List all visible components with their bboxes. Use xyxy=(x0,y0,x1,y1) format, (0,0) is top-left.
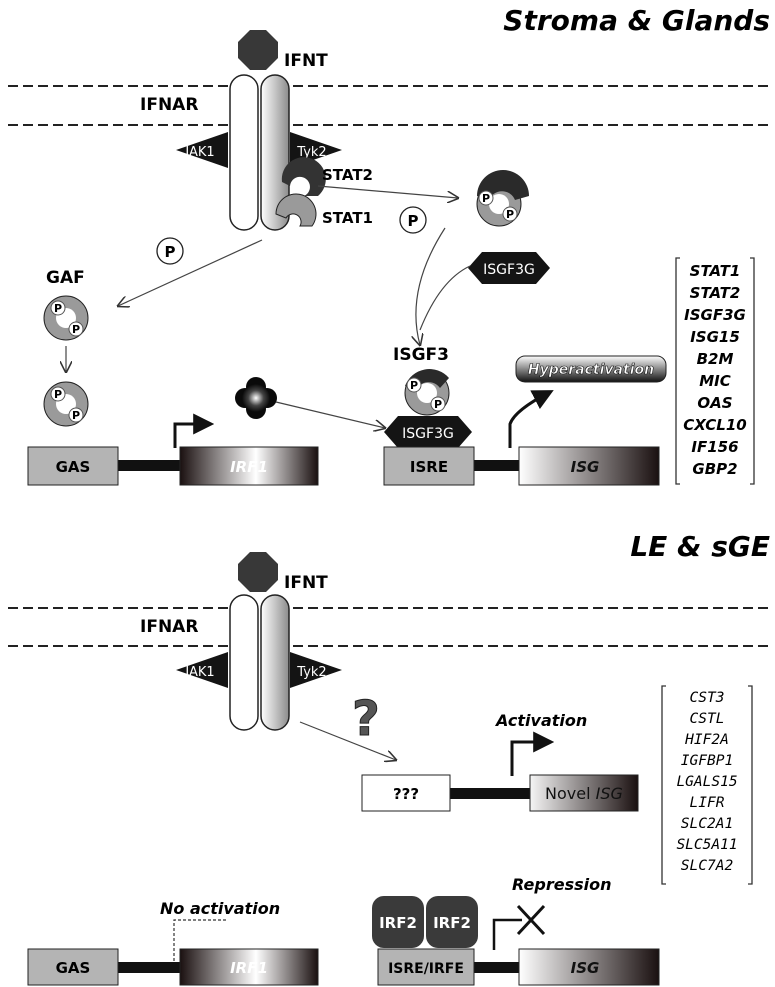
tyk2-label-2: Tyk2 xyxy=(296,665,326,680)
svg-text:P: P xyxy=(410,379,418,392)
arrow-isgf3g-merge xyxy=(420,266,470,330)
arrow-to-gaf xyxy=(118,240,262,306)
phospho-badge-right-label: P xyxy=(408,212,419,230)
stroma-glands-title: Stroma & Glands xyxy=(503,4,770,37)
dna-strand-repress xyxy=(474,962,519,973)
isg-label: ISG xyxy=(571,458,600,476)
top-gene-3: ISGF3G xyxy=(684,306,746,324)
top-gene-2: STAT2 xyxy=(690,284,741,302)
top-gene-4: ISG15 xyxy=(690,328,740,346)
bottom-gene-9: SLC7A2 xyxy=(681,858,733,874)
repression-label: Repression xyxy=(512,875,611,894)
svg-text:P: P xyxy=(482,192,490,205)
jak1-label-2: JAK1 xyxy=(184,665,214,680)
gas-label: GAS xyxy=(56,458,91,476)
svg-text:P: P xyxy=(506,208,514,221)
top-gene-8: CXCL10 xyxy=(683,416,746,434)
phospho-badge-left-label: P xyxy=(165,243,176,261)
stat1-label: STAT1 xyxy=(322,209,373,227)
gas-label-2: GAS xyxy=(56,959,91,977)
arrow-irf1-to-isre xyxy=(276,402,385,428)
irf1-protein xyxy=(235,377,277,419)
bottom-gene-8: SLC5A11 xyxy=(676,837,737,853)
stat1-stat2-dimer: P P xyxy=(477,170,529,226)
arrow-to-unknown xyxy=(300,722,396,760)
top-gene-9: IF156 xyxy=(691,438,738,456)
stat2-label: STAT2 xyxy=(322,166,373,184)
svg-text:P: P xyxy=(72,323,80,336)
dna-strand-noact xyxy=(118,962,180,973)
irf1-label-2: IRF1 xyxy=(230,959,268,977)
ifnar-label: IFNAR xyxy=(140,95,198,115)
ifnt-ligand xyxy=(238,30,278,70)
activation-label: Activation xyxy=(494,711,587,730)
bottom-gene-3: HIF2A xyxy=(684,732,729,748)
gaf-dimer-bound: P P xyxy=(44,382,88,426)
irf2-label-1: IRF2 xyxy=(379,914,417,932)
unknown-question-mark: ? xyxy=(352,691,380,747)
svg-text:P: P xyxy=(72,409,80,422)
bottom-gene-2: CSTL xyxy=(690,711,725,727)
no-activation-label: No activation xyxy=(160,899,280,918)
ifnt-label-2: IFNT xyxy=(284,573,328,593)
top-gene-5: B2M xyxy=(697,350,734,368)
unknown-element-label: ??? xyxy=(393,785,419,803)
isg-label-2: ISG xyxy=(571,959,600,977)
repressed-transcription-arrow xyxy=(494,920,522,950)
gaf-dimer: P P xyxy=(44,296,88,340)
isgf3g-bound-label: ISGF3G xyxy=(402,426,454,442)
ifnar-receptor-2 xyxy=(230,595,289,730)
bottom-gene-1: CST3 xyxy=(690,690,725,706)
arrow-to-stat-dimer xyxy=(318,186,458,198)
isg-transcription-arrow xyxy=(510,392,550,448)
irf2-label-2: IRF2 xyxy=(433,914,471,932)
novel-isg-label: Novel ISG xyxy=(545,784,623,803)
top-gene-list: STAT1 STAT2 ISGF3G ISG15 B2M MIC OAS CXC… xyxy=(676,258,754,484)
isgf3-complex: P P xyxy=(405,369,449,415)
bottom-gene-list: CST3 CSTL HIF2A IGFBP1 LGALS15 LIFR SLC2… xyxy=(662,686,752,884)
top-gene-1: STAT1 xyxy=(690,262,741,280)
hyperactivation-label: Hyperactivation xyxy=(528,362,654,378)
le-sge-title: LE & sGE xyxy=(630,530,770,563)
novel-isg-transcription-arrow xyxy=(512,742,550,776)
svg-text:P: P xyxy=(54,302,62,315)
ifnt-label: IFNT xyxy=(284,51,328,71)
bottom-gene-4: IGFBP1 xyxy=(681,753,733,769)
top-gene-10: GBP2 xyxy=(692,460,737,478)
dna-strand-novel xyxy=(450,788,530,799)
svg-text:P: P xyxy=(54,388,62,401)
arrow-dimer-to-isgf3 xyxy=(416,228,445,345)
ifnar-label-2: IFNAR xyxy=(140,617,198,637)
bottom-gene-6: LIFR xyxy=(690,795,725,811)
irf1-transcription-arrow xyxy=(175,424,210,448)
svg-text:P: P xyxy=(434,398,442,411)
bottom-gene-7: SLC2A1 xyxy=(681,816,733,832)
irf1-label: IRF1 xyxy=(230,458,268,476)
bottom-gene-5: LGALS15 xyxy=(676,774,737,790)
top-gene-7: OAS xyxy=(697,394,732,412)
dna-strand-right xyxy=(474,460,519,471)
isgf3g-label: ISGF3G xyxy=(483,262,535,278)
isre-irfe-label: ISRE/IRFE xyxy=(388,961,464,977)
jak1-label: JAK1 xyxy=(184,145,214,160)
isre-label: ISRE xyxy=(410,458,448,476)
top-gene-6: MIC xyxy=(699,372,731,390)
gaf-label: GAF xyxy=(46,268,85,288)
isgf3-label: ISGF3 xyxy=(393,345,449,365)
ifnt-ligand-2 xyxy=(238,552,278,592)
